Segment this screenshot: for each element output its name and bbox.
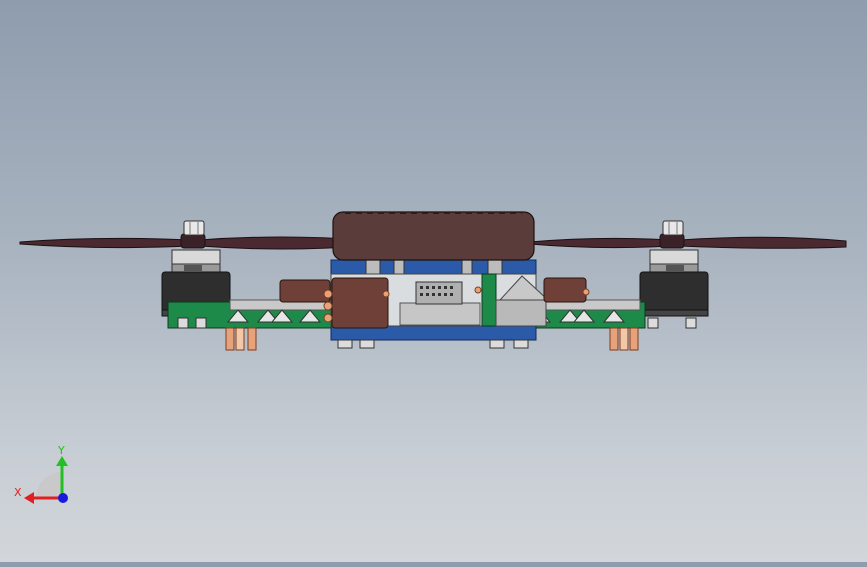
body-top-plate — [330, 259, 537, 275]
left-prop-nut — [183, 220, 205, 236]
left-propeller — [19, 233, 366, 250]
left-landing-legs — [225, 327, 257, 351]
triad-x-label: X — [14, 486, 22, 499]
right-esc-module — [474, 277, 590, 303]
battery-pack — [332, 211, 535, 261]
coordinate-triad — [24, 456, 68, 504]
pin-header — [415, 281, 463, 305]
left-arm — [167, 299, 334, 329]
right-propeller — [529, 233, 847, 249]
right-prop-nut — [662, 220, 684, 236]
triad-y-label: Y — [57, 444, 65, 457]
right-landing-legs — [609, 327, 639, 351]
right-motor — [639, 249, 709, 317]
body-bottom-plate — [330, 325, 537, 349]
left-esc-module — [279, 277, 390, 329]
